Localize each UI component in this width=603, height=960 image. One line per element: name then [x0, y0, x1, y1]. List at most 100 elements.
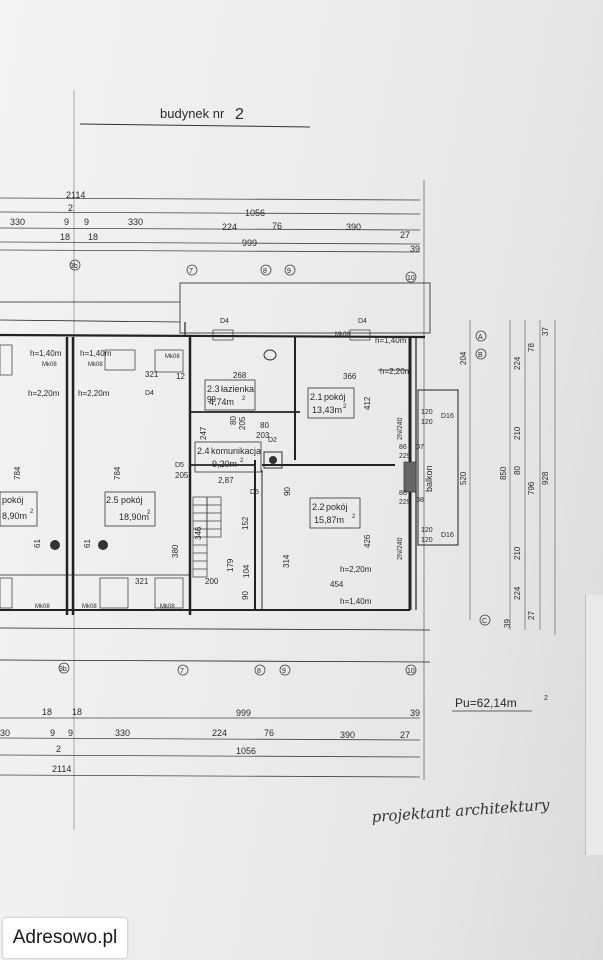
- svg-text:2: 2: [240, 458, 244, 464]
- svg-text:15,87m: 15,87m: [314, 515, 344, 525]
- h220-label-1: h=2,20m: [28, 389, 60, 398]
- svg-text:200: 200: [205, 577, 219, 586]
- svg-text:203: 203: [256, 431, 270, 440]
- w86-label-1: 86: [399, 444, 407, 451]
- d4-label: D4: [220, 318, 229, 325]
- svg-text:pokój: pokój: [326, 502, 348, 512]
- svg-text:61: 61: [83, 539, 92, 548]
- svg-text:205: 205: [238, 416, 247, 430]
- dim-bottom-total: 2114: [52, 764, 71, 774]
- w229-label-1: 229: [399, 453, 411, 460]
- axis-8-bottom: 8: [257, 668, 261, 675]
- svg-text:80: 80: [260, 421, 269, 430]
- svg-text:2: 2: [343, 404, 347, 410]
- svg-text:2.2: 2.2: [312, 502, 325, 512]
- svg-text:2.3: 2.3: [207, 384, 220, 394]
- w120-label-3: 120: [421, 527, 433, 534]
- axis-3b-bottom: 3b: [59, 666, 67, 673]
- dim-top-1056: 1056: [245, 208, 265, 218]
- axis-markers-top: [69, 259, 491, 626]
- dim-top-9b: 9: [84, 217, 89, 227]
- w120-label-2: 120: [421, 419, 433, 426]
- axis-a: A: [478, 334, 483, 341]
- svg-text:426: 426: [363, 534, 372, 548]
- paper-edge: [585, 595, 603, 855]
- mk08-label-1: Mk08: [42, 362, 57, 368]
- w120-label-4: 120: [421, 537, 433, 544]
- svg-text:314: 314: [282, 554, 291, 568]
- axis-b: B: [478, 352, 483, 359]
- dim-bottom-390: 390: [340, 730, 355, 740]
- interior-dimensions: 268 366 412 247 80 205 203 80 205 2,87 3…: [13, 327, 550, 628]
- svg-text:204: 204: [459, 351, 468, 365]
- d8-label: D8: [415, 497, 424, 504]
- top-dimensions: [0, 180, 425, 780]
- right-dimension-lines: [469, 320, 556, 635]
- h140-label-3: h=1,40m: [375, 336, 407, 345]
- dn240-label-2: 2N/240: [397, 537, 404, 560]
- dim-top-390: 390: [346, 222, 361, 232]
- h140-label-2: h=1,40m: [80, 349, 112, 358]
- svg-text:2.5: 2.5: [106, 495, 119, 505]
- svg-text:90: 90: [283, 487, 292, 496]
- dim-bottom-9b: 9: [68, 728, 73, 738]
- axis-10-bottom: 10: [407, 668, 415, 675]
- room-2-5: 2.5 pokój 18,90m 2: [104, 491, 156, 527]
- mk08-label-5: Mk08: [35, 604, 50, 610]
- axis-9-bottom: 9: [282, 668, 286, 675]
- svg-text:454: 454: [330, 580, 344, 589]
- svg-text:37: 37: [541, 327, 550, 336]
- room-2-1: 2.1 pokój 13,43m 2: [307, 387, 355, 419]
- area-total-sup: 2: [544, 695, 548, 702]
- svg-text:321: 321: [145, 370, 159, 379]
- svg-text:247: 247: [199, 426, 208, 440]
- windows: [0, 329, 417, 609]
- svg-text:412: 412: [363, 396, 372, 410]
- dim-top-330b: 330: [128, 217, 143, 227]
- dim-bottom-18b: 18: [72, 707, 82, 717]
- fixtures: [50, 349, 283, 550]
- w120-label-1: 120: [421, 409, 433, 416]
- mk08-label-7: Mk08: [160, 604, 175, 610]
- d2-label: D2: [268, 437, 277, 444]
- mk08-label-4: Mk08: [335, 332, 350, 338]
- axis-7-top: 7: [189, 268, 193, 275]
- dim-total-top: 2114: [66, 190, 85, 200]
- svg-text:pokój: pokój: [324, 392, 346, 402]
- building-number: 2: [235, 106, 244, 123]
- watermark-logo: Adresowo.pl: [3, 918, 127, 958]
- axis-8-top: 8: [263, 268, 267, 275]
- d4-label-2: D4: [358, 318, 367, 325]
- h220-label-2: h=2,20m: [78, 389, 110, 398]
- svg-text:520: 520: [459, 471, 468, 485]
- dim-small-top: 2: [68, 203, 73, 213]
- dim-top-27: 27: [400, 230, 410, 240]
- h220-label-4: h=2,20m: [340, 565, 372, 574]
- room-2-3: 2.3 łazienka 4,74m 2: [204, 379, 256, 411]
- svg-text:224: 224: [513, 356, 522, 370]
- svg-text:18,90m: 18,90m: [119, 512, 149, 522]
- svg-text:2: 2: [147, 510, 151, 516]
- svg-text:komunikacja: komunikacja: [211, 446, 261, 456]
- svg-text:80: 80: [513, 466, 522, 475]
- svg-text:346: 346: [194, 526, 203, 540]
- axis-c: C: [482, 618, 487, 625]
- dim-top-330a: 330: [10, 217, 25, 227]
- dim-top-18b: 18: [88, 232, 98, 242]
- svg-text:2.4: 2.4: [197, 446, 210, 456]
- svg-text:796: 796: [527, 481, 536, 495]
- dim-bottom-76: 76: [264, 728, 274, 738]
- svg-text:39: 39: [503, 619, 512, 628]
- svg-text:784: 784: [13, 466, 22, 480]
- room-2-2: 2.2 pokój 15,87m 2: [309, 497, 361, 529]
- w229-label-2: 229: [399, 499, 411, 506]
- dim-bottom-1056: 1056: [236, 746, 256, 756]
- svg-text:784: 784: [113, 466, 122, 480]
- staircase: [192, 496, 222, 578]
- d5-label-2: D5: [250, 489, 259, 496]
- dim-bottom-330: 330: [115, 728, 130, 738]
- dim-top-39: 39: [410, 244, 420, 254]
- svg-text:pokój: pokój: [121, 495, 143, 505]
